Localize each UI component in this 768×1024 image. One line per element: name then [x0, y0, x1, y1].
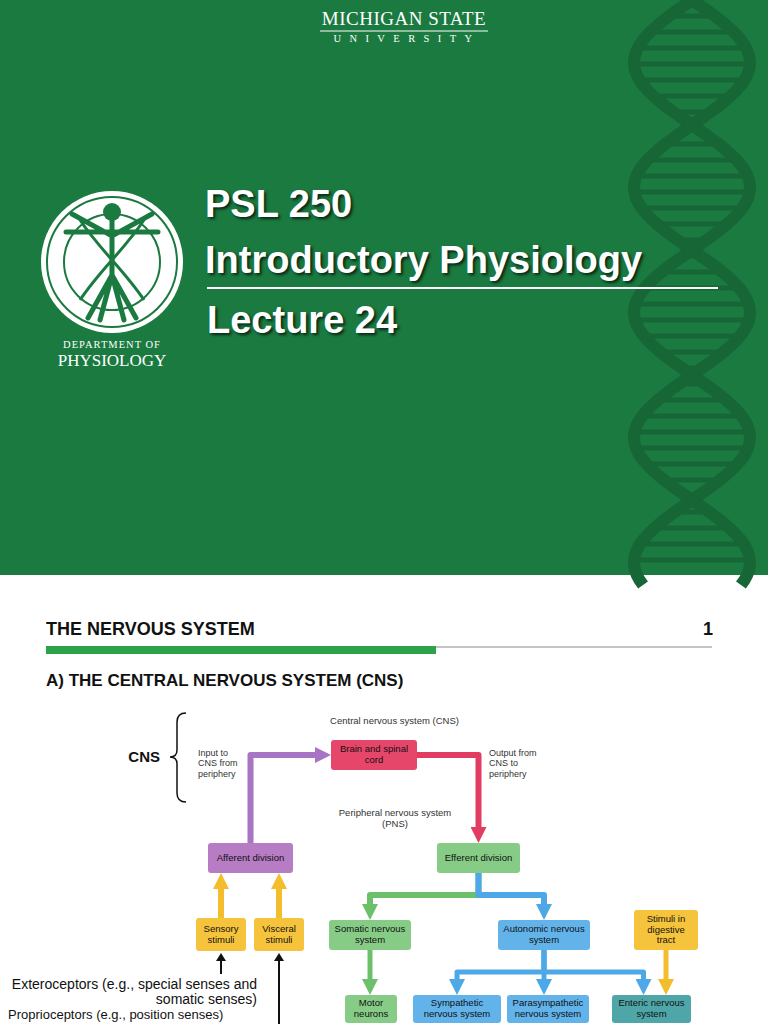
- text-label: A) THE CENTRAL NERVOUS SYSTEM (CNS): [46, 671, 546, 691]
- text-label: 1: [680, 619, 713, 641]
- leader-arrowhead: [216, 953, 226, 961]
- helix-strand: [634, 0, 750, 585]
- connector-arrow: [218, 883, 224, 918]
- connector-arrow: [544, 950, 644, 985]
- title-rule: [207, 287, 718, 289]
- header-bar: [46, 646, 436, 654]
- stimulus-box: Visceral stimuli: [254, 918, 304, 951]
- process-box: Parasympathetic nervous system: [507, 995, 589, 1023]
- leader-arrowhead: [274, 953, 284, 961]
- helix-rung: [650, 30, 734, 35]
- logo-helix: [80, 220, 144, 300]
- region-heading: Central nervous system (CNS): [326, 716, 463, 727]
- title-slide: [0, 0, 768, 575]
- connector-arrow: [664, 950, 669, 985]
- process-box: Autonomic nervous system: [498, 920, 590, 950]
- stimulus-box: Sensory stimuli: [196, 918, 246, 951]
- helix-rung: [653, 94, 730, 99]
- process-box: Enteric nervous system: [612, 995, 691, 1023]
- process-box: Sympathetic nervous system: [413, 995, 501, 1023]
- process-box: Somatic nervous system: [329, 920, 411, 950]
- box-label: Sensory stimuli: [199, 924, 243, 946]
- process-box: Brain and spinal cord: [331, 740, 417, 770]
- helix-rung: [642, 414, 741, 419]
- helix-rung: [640, 542, 744, 547]
- helix-rung: [644, 334, 740, 339]
- text-label: CNS: [110, 748, 160, 766]
- box-label: Brain and spinal cord: [334, 744, 414, 766]
- text-label: Input to CNS from periphery: [198, 748, 244, 779]
- text-label: PHYSIOLOGY: [36, 351, 188, 371]
- connector-arrow: [276, 883, 282, 918]
- box-label: Autonomic nervous system: [501, 924, 587, 946]
- text-label: Introductory Physiology: [205, 238, 745, 284]
- box-label: Parasympathetic nervous system: [510, 998, 586, 1020]
- process-box: Motor neurons: [345, 995, 397, 1023]
- logo-disc: [41, 191, 183, 333]
- process-box: Efferent division: [437, 843, 520, 873]
- connector-arrow: [457, 950, 544, 985]
- box-label: Afferent division: [217, 853, 284, 864]
- connector-arrow: [370, 873, 479, 910]
- logo-rule: [320, 31, 488, 32]
- helix-rung: [634, 558, 750, 563]
- header-rule: [436, 647, 712, 648]
- text-label: Proprioceptors (e.g., position senses): [8, 1008, 270, 1022]
- helix-rung: [640, 78, 745, 83]
- text-label: Lecture 24: [207, 298, 607, 344]
- helix-rung: [634, 190, 749, 195]
- figure-head: [103, 203, 121, 221]
- box-label: Efferent division: [445, 853, 512, 864]
- connector-arrow: [479, 873, 545, 910]
- connector-arrow: [368, 950, 373, 985]
- helix-rung: [636, 446, 748, 451]
- helix-rung: [642, 206, 743, 211]
- region-fill: [188, 711, 601, 803]
- box-label: Enteric nervous system: [615, 998, 688, 1020]
- text-label: UNIVERSITY: [318, 33, 496, 46]
- leader-arrow: [278, 961, 280, 1024]
- region-heading: Peripheral nervous system (PNS): [330, 808, 460, 830]
- helix-rung: [634, 62, 750, 67]
- leader-arrow: [220, 961, 222, 974]
- helix-rung: [646, 462, 737, 467]
- box-label: Motor neurons: [348, 998, 394, 1020]
- helix-rung: [636, 174, 747, 179]
- text-label: MICHIGAN STATE: [318, 8, 490, 31]
- process-box: Afferent division: [208, 843, 293, 873]
- helix-strand: [634, 0, 750, 585]
- cns-region: Central nervous system (CNS) Brain and sp…: [188, 711, 601, 803]
- helix-rung: [638, 46, 746, 51]
- cns-bracket: [170, 713, 186, 802]
- box-label: Stimuli in digestive tract: [637, 914, 695, 947]
- logo-ring: [47, 197, 177, 327]
- text-label: Output from CNS to periphery: [489, 748, 541, 779]
- connector-arrow: [417, 755, 479, 833]
- stimulus-box: Stimuli in digestive tract: [634, 910, 698, 950]
- helix-rung: [635, 302, 748, 307]
- department-logo: [41, 191, 183, 333]
- section-title: THE NERVOUS SYSTEM: [46, 619, 255, 640]
- box-label: Sympathetic nervous system: [416, 998, 498, 1020]
- text-label: Exteroceptors (e.g., special senses and …: [8, 977, 257, 1008]
- connector-arrow: [251, 755, 322, 843]
- helix-rung: [635, 318, 749, 323]
- text-label: PSL 250: [205, 182, 605, 228]
- dna-helix: [634, 0, 750, 585]
- box-label: Visceral stimuli: [257, 924, 301, 946]
- figure-limbs: [66, 214, 158, 320]
- helix-rung: [647, 158, 736, 163]
- box-label: Somatic nervous system: [332, 924, 408, 946]
- helix-rung: [635, 430, 750, 435]
- text-label: DEPARTMENT OF: [36, 339, 188, 352]
